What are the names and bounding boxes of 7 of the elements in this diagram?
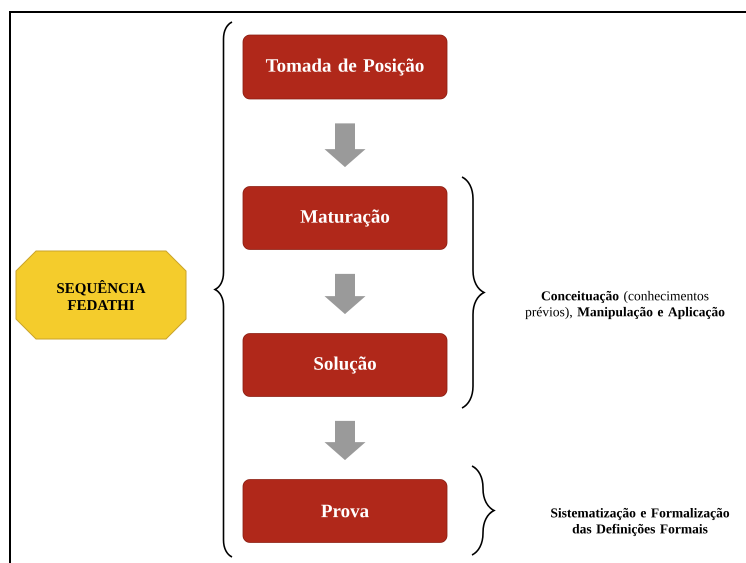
step-box: Solução bbox=[242, 333, 448, 397]
step-box: Maturação bbox=[242, 186, 448, 250]
step-box: Tomada de Posição bbox=[242, 34, 448, 100]
plaque: SEQUÊNCIA FEDATHI bbox=[16, 250, 186, 340]
step-box: Prova bbox=[242, 479, 448, 543]
note-text: Conceituação (conhecimentos prévios), Manipulação e Aplicação bbox=[525, 290, 724, 320]
note-text: Sistematização e Formalização das Definições Formais bbox=[551, 508, 730, 536]
